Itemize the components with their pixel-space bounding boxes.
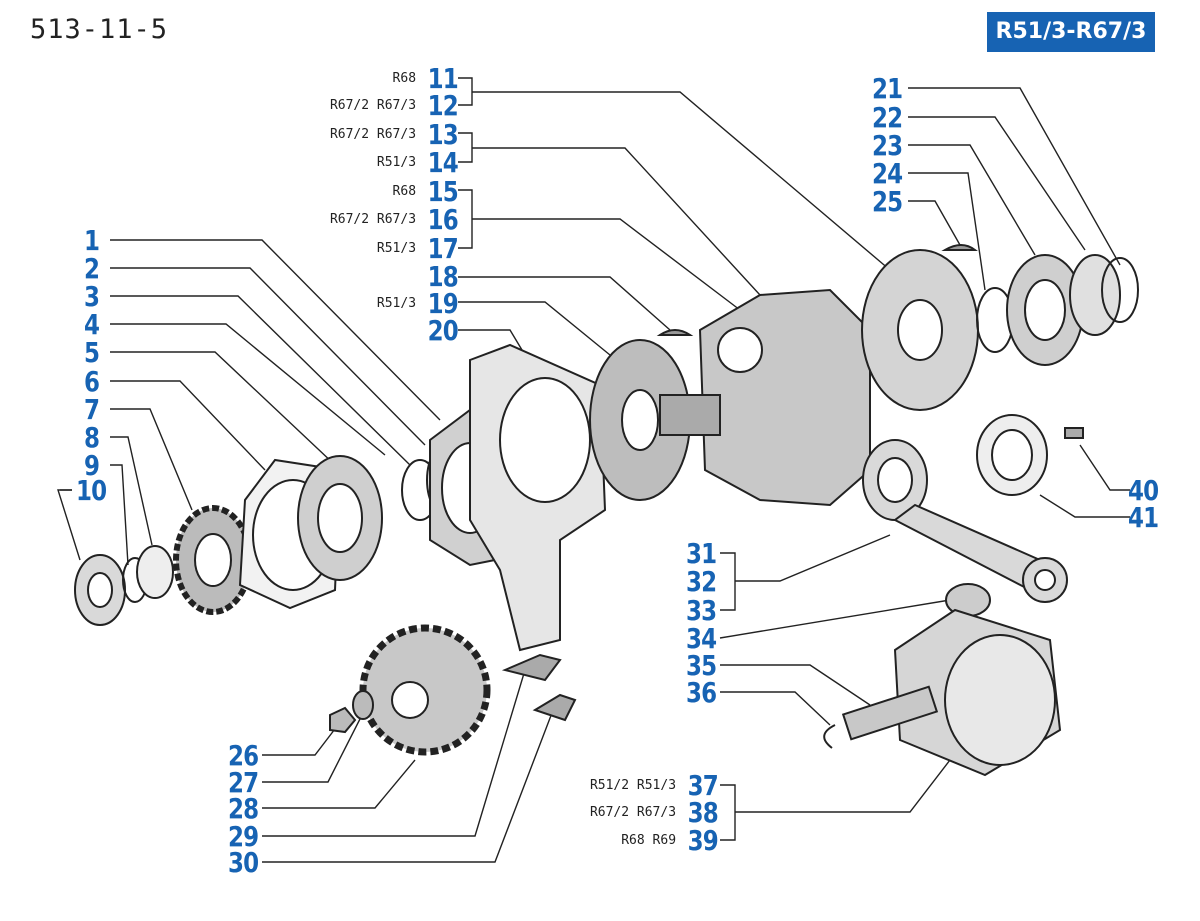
callout-24: 24 [872, 156, 903, 190]
callout-8: 8 [84, 420, 100, 454]
callout-29: 29 [228, 819, 259, 853]
callout-20: 20 [427, 313, 459, 347]
document-code: 513-11-5 [30, 14, 169, 45]
callout-26: 26 [228, 738, 259, 772]
callout-7: 7 [84, 392, 100, 426]
callout-21: 21 [872, 71, 903, 105]
callout-9: 9 [84, 448, 100, 482]
callout-22: 22 [872, 100, 903, 134]
callout-34: 34 [686, 621, 717, 655]
callout-1: 1 [84, 223, 100, 257]
callout-23: 23 [872, 128, 903, 162]
callout-25: 25 [872, 184, 903, 218]
callout-40: 40 [1128, 473, 1159, 507]
callout-10: 10 [76, 473, 107, 507]
callout-3: 3 [84, 279, 100, 313]
callout-35: 35 [686, 648, 717, 682]
callout-41: 41 [1128, 500, 1159, 534]
callout-6: 6 [84, 364, 100, 398]
callout-5: 5 [84, 335, 100, 369]
callout-2: 2 [84, 251, 100, 285]
callout-32: 32 [686, 564, 717, 598]
callout-33: 33 [686, 593, 717, 627]
callout-28: 28 [228, 791, 259, 825]
callout-4: 4 [84, 307, 100, 341]
callout-30: 30 [228, 845, 259, 879]
model-badge: R51/3-R67/3 [987, 12, 1155, 52]
callout-27: 27 [228, 765, 259, 799]
callout-36: 36 [686, 675, 717, 709]
callout-18: 18 [427, 259, 459, 293]
callout-31: 31 [686, 536, 717, 570]
